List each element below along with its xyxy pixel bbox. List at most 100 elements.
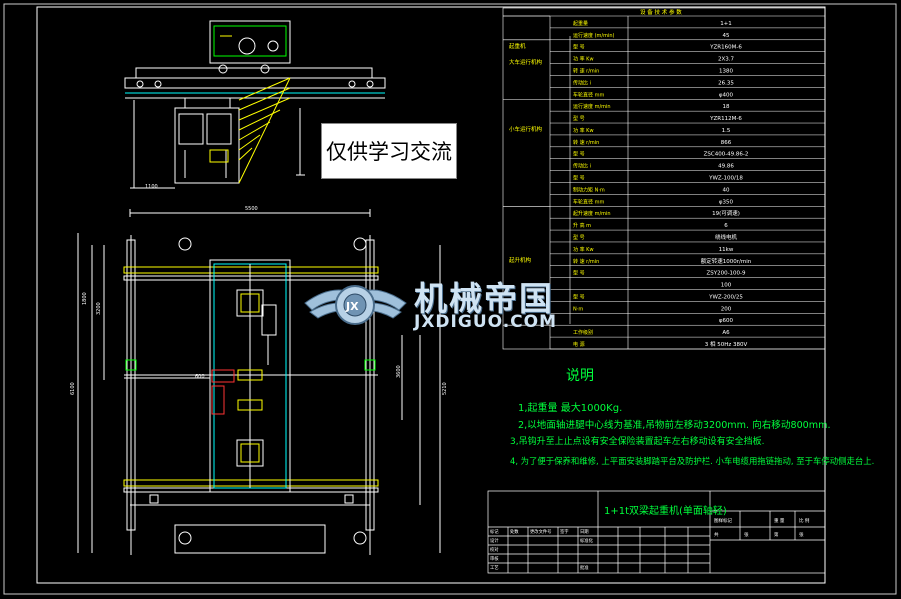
tb-cell-biaoji: 标记 <box>490 528 499 535</box>
dim-plan-left-a: 1800 <box>82 292 88 305</box>
table-row-value: φ350 <box>719 199 734 205</box>
table-row-label: 型 号 <box>573 115 585 122</box>
table-row-value: 1.5 <box>722 128 731 134</box>
tb-cell-weight: 重 量 <box>774 517 785 524</box>
table-row-value: 额定转速1000r/min <box>701 257 752 265</box>
dim-plan-right: 5210 <box>442 382 448 395</box>
table-row-value: YZR160M-6 <box>709 45 742 51</box>
group-label-hoist: 起升机构 <box>509 256 532 264</box>
table-row-label: 功 率 Kw <box>573 127 594 134</box>
tb-cell-sheets-a: 张 <box>744 531 749 538</box>
title-block-grid <box>487 490 826 574</box>
table-row-value: 1380 <box>719 68 733 74</box>
table-row-value: YZR112M-6 <box>709 116 742 122</box>
table-row-value: 6 <box>724 223 728 229</box>
tb-cell-standard: 标准化 <box>580 537 594 544</box>
tb-cell-chushu: 处数 <box>510 528 519 535</box>
dim-top-left: 1100 <box>145 184 158 190</box>
table-row-value: 绕线电机 <box>715 233 738 241</box>
table-row-label: 功 率 Kw <box>573 56 594 63</box>
table-row-label: 型 号 <box>573 151 585 158</box>
table-row-value: 1+1 <box>720 21 732 27</box>
table-row-label: 转 速 r/min <box>573 139 599 146</box>
table-row-value: ZSY200-100-9 <box>706 271 746 277</box>
table-row-label: 制动力矩 N·m <box>573 186 605 193</box>
table-row-value: 40 <box>723 187 730 193</box>
note-item-4: 4, 为了便于保养和维修, 上平面安装脚踏平台及防护栏. 小车电缆用拖链拖动, … <box>510 456 874 466</box>
spec-table-title: 设 备 技 术 参 数 <box>640 8 682 16</box>
table-row-value: 45 <box>723 33 730 39</box>
table-row-label: 功 率 Kw <box>573 246 594 253</box>
table-row-value: 866 <box>721 140 732 146</box>
table-row-value: 200 <box>721 306 732 312</box>
table-row-label: 型 号 <box>573 234 585 241</box>
table-row-value: φ600 <box>719 318 734 324</box>
note-item-2: 2,以地面轴进腿中心线为基准,吊物前左移动3200mm. 向右移动800mm. <box>518 419 831 431</box>
tb-cell-sign: 签字 <box>560 528 569 535</box>
table-row-label: 工作级别 <box>573 329 593 336</box>
table-row-value: φ400 <box>719 92 734 98</box>
tb-cell-review: 审核 <box>490 555 499 562</box>
table-row-value: 18 <box>723 104 730 110</box>
table-row-label: 转 速 r/min <box>573 67 599 74</box>
table-row-label: 起重量 <box>573 20 588 27</box>
table-row-label: 运行速度 m/min <box>573 103 611 110</box>
outer-frame <box>3 3 897 595</box>
table-row-label: 型 号 <box>573 44 585 51</box>
table-row-value: 26.35 <box>718 80 734 86</box>
group-label-trolley: 小车运行机构 <box>509 125 543 133</box>
tb-cell-total: 共 <box>714 531 719 538</box>
svg-text:JX: JX <box>345 300 359 313</box>
dim-plan-left-total: 6100 <box>70 382 76 395</box>
group-label-crane: 起重机 <box>509 42 526 50</box>
table-row-label: 型 号 <box>573 293 585 300</box>
table-row-label: 传动比 i <box>573 79 591 86</box>
table-row-label: 运行速度 (m/min) <box>573 32 615 39</box>
tb-cell-design: 设计 <box>490 537 499 544</box>
notes-title: 说明 <box>566 368 594 384</box>
tb-cell-mark: 图样标记 <box>714 517 732 524</box>
table-row-label: 型 号 <box>573 270 585 277</box>
tb-cell-process: 工艺 <box>490 565 499 571</box>
table-row-label: 升 高 m <box>573 222 591 229</box>
gear-wings-logo-icon: JX <box>304 285 407 325</box>
watermark-en: JXDIGUO.COM <box>414 312 558 332</box>
table-row-value: YWZ-100/18 <box>708 176 743 182</box>
table-row-value: 2X3.7 <box>718 57 735 63</box>
dim-plan-width: 5500 <box>245 206 258 212</box>
dim-plan-left-b: 3200 <box>96 302 102 315</box>
tb-cell-check: 校对 <box>490 546 499 553</box>
dim-plan-inner: 3600 <box>396 365 402 378</box>
tb-cell-scale: 比 例 <box>799 517 810 524</box>
study-only-stamp: 仅供学习交流 <box>321 123 457 179</box>
table-row-value: 3 相 50Hz 380V <box>705 340 748 348</box>
note-item-3: 3,吊钩升至上止点设有安全保险装置起车左右移动设有安全挡板. <box>510 435 764 447</box>
watermark-cn: 机械帝国 <box>414 279 554 318</box>
table-row-label: 转 速 r/min <box>573 258 599 265</box>
top-elevation-view <box>124 20 386 189</box>
table-row-value: YWZ-200/25 <box>708 294 743 300</box>
table-row-value: 11kw <box>719 247 734 253</box>
tb-cell-sheets-b: 张 <box>799 531 804 538</box>
note-item-1: 1,起重量 最大1000Kg. <box>518 401 622 414</box>
tb-cell-change-doc: 更改文件号 <box>530 528 551 535</box>
table-row-label: 电 源 <box>573 341 585 348</box>
table-row-value: ZSC400-49.86-2 <box>704 152 749 158</box>
tb-cell-date: 日期 <box>580 529 589 535</box>
table-row-value: 49.86 <box>718 164 734 170</box>
group-label-bridge: 大车运行机构 <box>509 58 543 66</box>
table-row-label: N·m <box>573 306 583 312</box>
drawing-title: 1+1t双梁起重机(单面轴轻) <box>604 504 727 517</box>
tb-cell-approve: 批准 <box>580 564 589 571</box>
table-row-value: 100 <box>721 283 732 289</box>
table-row-label: 车轮直径 mm <box>573 91 604 98</box>
spec-table-rows: 起重量 1+1 运行速度 (m/min) 45 型 号 YZR160M-6 功 率 Kw 2X… <box>503 15 825 350</box>
table-row-label: 起升速度 m/min <box>573 210 611 217</box>
tb-cell-no: 第 <box>774 531 779 538</box>
plan-view <box>77 209 441 555</box>
table-row-value: A6 <box>722 330 730 336</box>
site-watermark: 机械帝国 JXDIGUO.COM <box>302 272 602 342</box>
table-row-label: 传动比 i <box>573 163 591 170</box>
table-row-value: 19(可调速) <box>712 209 740 217</box>
